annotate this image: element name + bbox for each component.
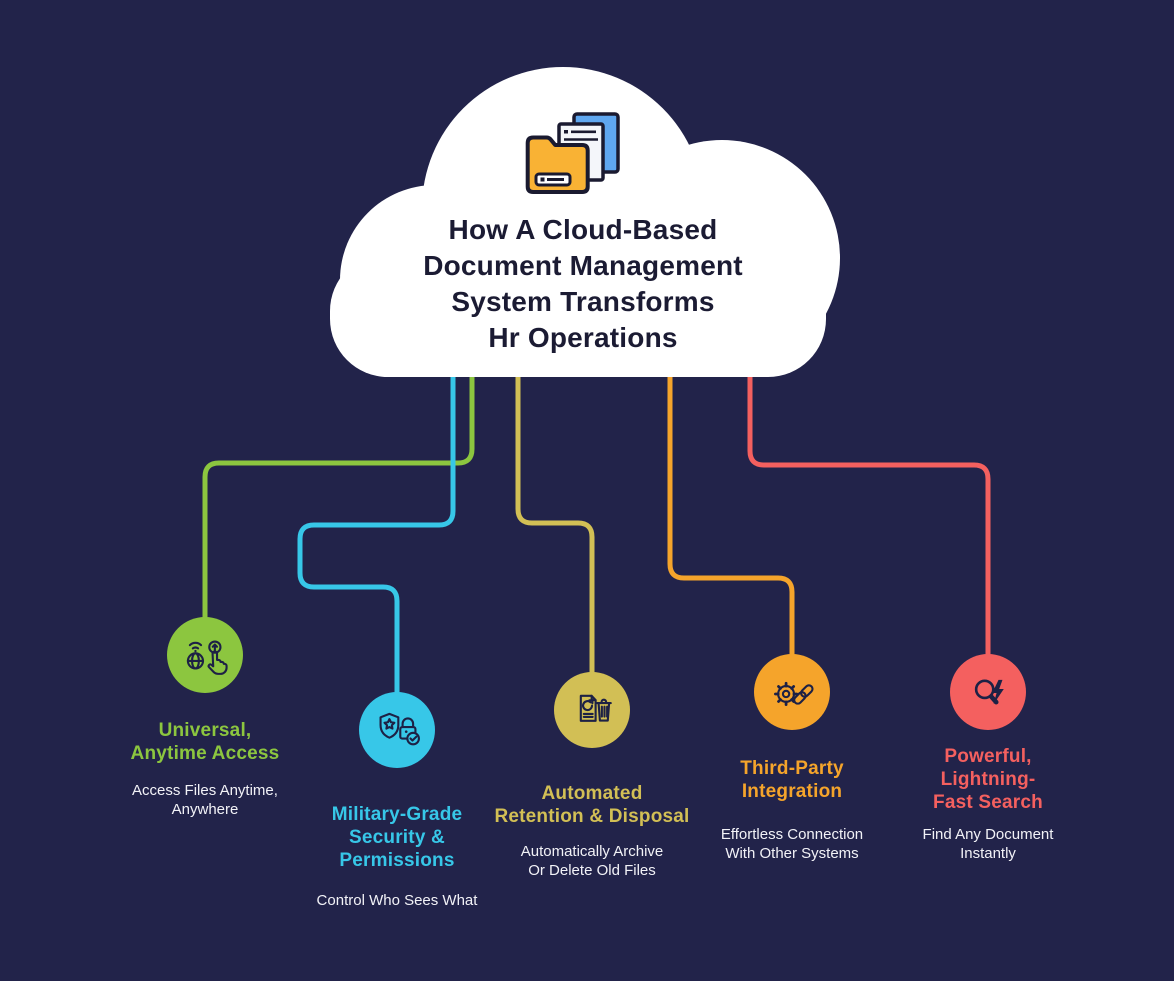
document-recycle-trash-icon bbox=[579, 694, 612, 722]
branch-title: Military-Grade Security & Permissions bbox=[331, 804, 463, 871]
branch-circle bbox=[554, 672, 630, 748]
branch-description: Control Who Sees What bbox=[316, 892, 478, 909]
branch-circle bbox=[359, 692, 435, 768]
search-lightning-icon bbox=[974, 679, 1004, 705]
connector-orange bbox=[667, 376, 795, 659]
branch-circle bbox=[754, 654, 830, 730]
branch-title: Automated Retention & Disposal bbox=[494, 783, 690, 827]
branch-description: Access Files Anytime, Anywhere bbox=[132, 782, 278, 818]
shield-star-lock-check-icon bbox=[379, 712, 420, 746]
branch-description: Automatically Archive Or Delete Old File… bbox=[520, 843, 664, 879]
connector-red bbox=[747, 376, 991, 659]
gear-chain-link-icon bbox=[774, 681, 814, 707]
branch-description: Effortless Connection With Other Systems bbox=[720, 826, 864, 862]
connector-cyan bbox=[297, 376, 456, 697]
branch-description: Find Any Document Instantly bbox=[922, 826, 1054, 862]
folder-documents-icon bbox=[525, 112, 620, 194]
branch-title: Universal, Anytime Access bbox=[130, 720, 280, 764]
connector-green bbox=[202, 376, 475, 622]
branch-title: Third-Party Integration bbox=[740, 758, 844, 802]
branch-title: Powerful, Lightning- Fast Search bbox=[933, 746, 1043, 813]
globe-wifi-tap-icon bbox=[186, 640, 228, 675]
infographic-title: How A Cloud-Based Document Management Sy… bbox=[423, 214, 743, 353]
branch-circle bbox=[167, 617, 243, 693]
branch-circle bbox=[950, 654, 1026, 730]
connector-yellow bbox=[515, 376, 595, 677]
